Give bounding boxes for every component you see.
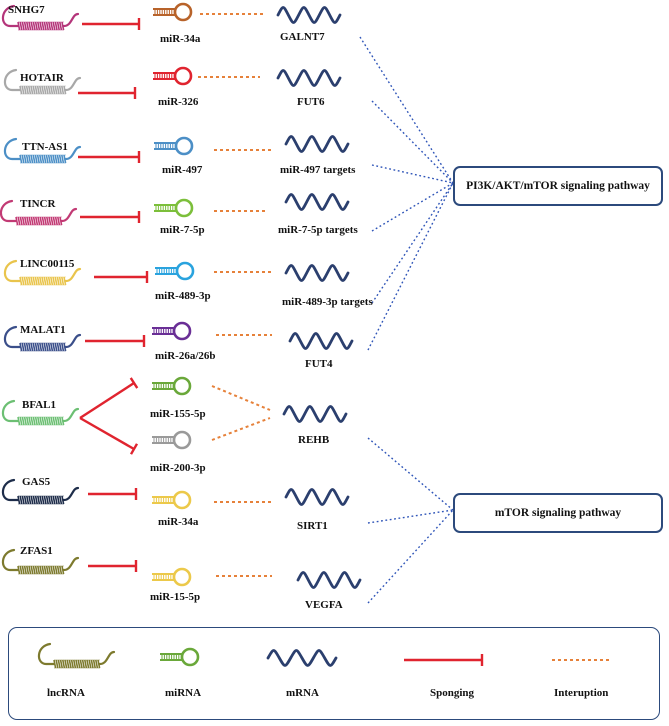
mrna-icon [284, 264, 350, 282]
lncrna-icon [3, 68, 82, 95]
lncrna-icon [3, 325, 82, 352]
lncrna-label-tincr: TINCR [20, 198, 56, 210]
sponging-arrow [78, 87, 137, 99]
mtor-pathway-box: mTOR signaling pathway [453, 493, 663, 533]
mrna-icon [276, 6, 342, 24]
mirna-label-mir-326: miR-326 [158, 96, 199, 108]
mirna-icon [152, 376, 192, 396]
mirna-label-mir-489-3p: miR-489-3p [155, 290, 211, 302]
lncrna-label-snhg7: SNHG7 [8, 4, 45, 16]
lncrna-icon [1, 399, 80, 426]
mirna-label-mir-34a-b: miR-34a [158, 516, 199, 528]
legend-mirna-icon [160, 647, 200, 667]
mirna-label-mir-15-5p: miR-15-5p [150, 591, 201, 603]
sponging-arrow [88, 488, 138, 500]
mirna-icon [155, 261, 195, 281]
interruption-line [211, 385, 271, 411]
sponging-arrow [78, 151, 141, 163]
interruption-line [211, 417, 271, 441]
pathway-link [367, 182, 454, 351]
mrna-icon [282, 405, 348, 423]
mrna-label-mir-489-3p-targets: miR-489-3p targets [282, 296, 373, 308]
mirna-icon [154, 198, 194, 218]
lncrna-icon [3, 137, 82, 164]
pi3k-pathway-label: PI3K/AKT/mTOR signaling pathway [466, 180, 650, 192]
mtor-pathway-label: mTOR signaling pathway [494, 507, 622, 519]
mirna-label-mir-155-5p: miR-155-5p [150, 408, 206, 420]
mrna-icon [276, 69, 342, 87]
sponging-arrow [85, 335, 146, 347]
lncrna-icon [3, 259, 82, 286]
mrna-icon [296, 571, 362, 589]
lncrna-label-zfas1: ZFAS1 [20, 545, 53, 557]
mrna-icon [284, 135, 350, 153]
lncrna-label-malat1: MALAT1 [20, 324, 66, 336]
legend-interruption-label: Interuption [554, 687, 609, 699]
legend-mrna-icon [266, 649, 338, 667]
legend-mrna-label: mRNA [286, 687, 319, 699]
lncrna-icon [1, 478, 80, 505]
mrna-label-rehb: REHB [298, 434, 330, 446]
pathway-link [371, 182, 454, 304]
legend-lncrna-label: lncRNA [47, 687, 85, 699]
mrna-label-galnt7: GALNT7 [280, 31, 325, 43]
lncrna-label-ttn-as1: TTN-AS1 [22, 141, 68, 153]
sponging-arrow [80, 211, 141, 223]
mirna-icon [153, 2, 193, 22]
legend-mirna-label: miRNA [165, 687, 202, 699]
mrna-label-fut4: FUT4 [305, 358, 333, 370]
pathway-link [367, 509, 454, 524]
legend-sponging-icon [404, 654, 484, 666]
pathway-link [371, 182, 454, 232]
sponging-arrow [88, 560, 138, 572]
mrna-label-mir-7-5p-targets: miR-7-5p targets [278, 224, 358, 236]
mirna-icon [153, 66, 193, 86]
mirna-icon [152, 430, 192, 450]
pathway-link [371, 100, 454, 184]
mirna-label-mir-497: miR-497 [162, 164, 203, 176]
sponging-arrow [82, 18, 141, 30]
mirna-label-mir-34a: miR-34a [160, 33, 201, 45]
mirna-label-mir-7-5p: miR-7-5p [160, 224, 205, 236]
mirna-label-mir-200-3p: miR-200-3p [150, 462, 206, 474]
pathway-link [367, 509, 454, 604]
lncrna-label-bfal1: BFAL1 [22, 399, 57, 411]
pathway-link [359, 36, 454, 184]
sponging-arrow [79, 377, 139, 420]
mrna-icon [284, 488, 350, 506]
lncrna-label-hotair: HOTAIR [20, 72, 64, 84]
mrna-label-vegfa: VEGFA [305, 599, 343, 611]
legend-panel [8, 627, 660, 720]
lncrna-icon [1, 4, 80, 31]
mrna-label-sirt1: SIRT1 [297, 520, 328, 532]
sponging-arrow [79, 416, 139, 455]
mrna-label-fut6: FUT6 [297, 96, 325, 108]
pi3k-pathway-box: PI3K/AKT/mTOR signaling pathway [453, 166, 663, 206]
mirna-icon [152, 490, 192, 510]
lncrna-icon [1, 548, 80, 575]
legend-sponging-label: Sponging [430, 687, 475, 699]
lncrna-label-linc00115: LINC00115 [20, 258, 75, 270]
pathway-link [367, 437, 454, 511]
mrna-icon [288, 332, 354, 350]
lncrna-label-gas5: GAS5 [22, 476, 51, 488]
pathway-link [371, 164, 454, 184]
lncrna-icon [0, 199, 78, 226]
sponging-arrow [94, 271, 149, 283]
mirna-icon [152, 321, 192, 341]
mirna-icon [154, 136, 194, 156]
mirna-label-mir-26a-26b: miR-26a/26b [155, 350, 216, 362]
legend-lncrna-icon [37, 642, 116, 669]
mirna-icon [152, 567, 192, 587]
mrna-label-mir-497-targets: miR-497 targets [280, 164, 356, 176]
mrna-icon [284, 193, 350, 211]
